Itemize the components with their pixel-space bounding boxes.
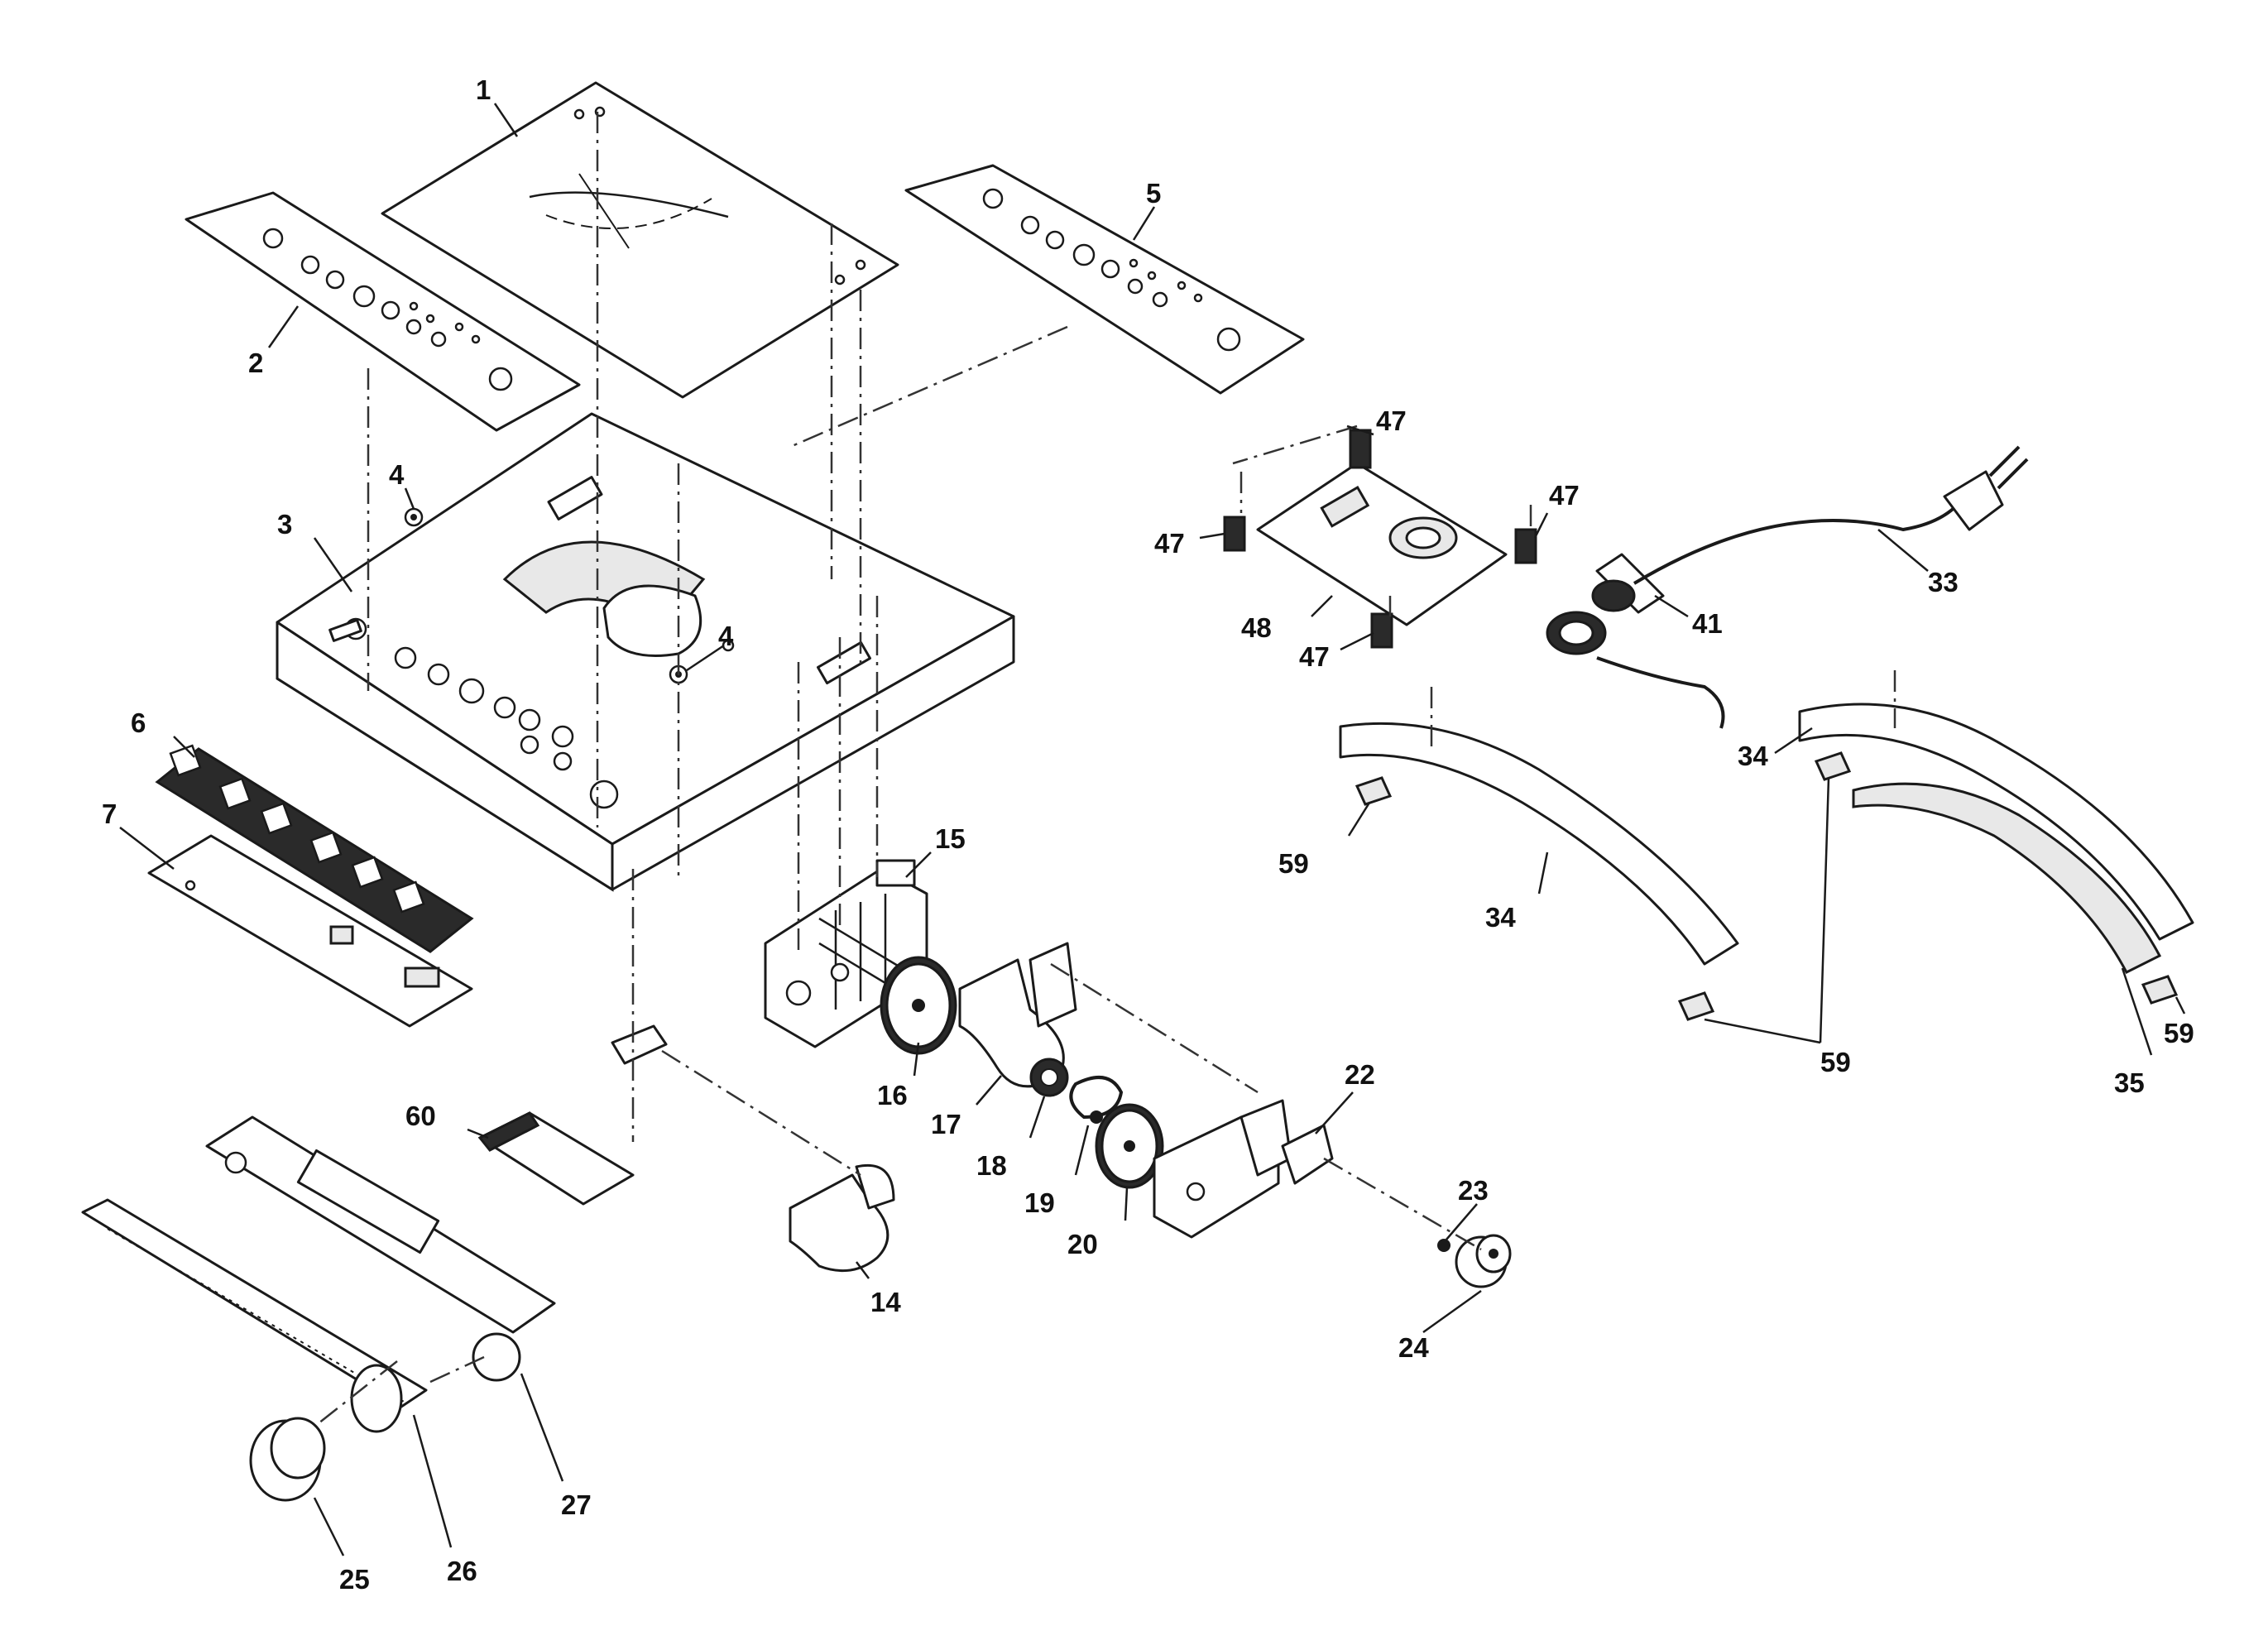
- callout-33: 33: [1928, 567, 1959, 597]
- assembly-lines: [318, 112, 1896, 1424]
- callout-14: 14: [870, 1287, 901, 1317]
- callout-47c: 47: [1154, 528, 1185, 559]
- callout-24: 24: [1398, 1332, 1429, 1363]
- callout-labels: 1 2 3 4 4 5 6 7 14 15 16 17 18 19 20 22 …: [102, 74, 2194, 1595]
- callout-19: 19: [1024, 1187, 1055, 1218]
- callout-59a: 59: [1278, 848, 1309, 879]
- callout-1: 1: [476, 74, 491, 105]
- part-6-button-strip: [155, 744, 474, 953]
- part-14-bracket: [789, 1163, 895, 1273]
- leader-lines: [119, 103, 2186, 1556]
- part-26-front-panel: [81, 1198, 428, 1433]
- part-25-knob: [249, 1417, 326, 1502]
- callout-47a: 47: [1376, 405, 1407, 436]
- callout-18: 18: [976, 1150, 1007, 1181]
- callout-47b: 47: [1549, 480, 1580, 511]
- callout-59c: 59: [2164, 1018, 2194, 1048]
- callout-34b: 34: [1485, 902, 1516, 933]
- part-41-cord-bushing: [1546, 553, 1665, 655]
- part-34-foot-bar-left: [1339, 722, 1739, 966]
- part-33-power-cord: [1596, 445, 2029, 729]
- part-15-loader: [764, 859, 928, 1048]
- callout-48: 48: [1241, 612, 1272, 643]
- callout-4a: 4: [389, 459, 405, 490]
- callout-3: 3: [277, 509, 292, 540]
- part-1-top-cover: [381, 81, 899, 399]
- part-34-foot-bar-right: [1798, 703, 2194, 941]
- callout-22: 22: [1345, 1059, 1375, 1090]
- callout-60: 60: [405, 1101, 436, 1131]
- callout-35: 35: [2114, 1067, 2145, 1098]
- callout-34a: 34: [1738, 741, 1768, 771]
- part-48-cd-mechanism: [1256, 462, 1508, 626]
- callout-7: 7: [102, 799, 117, 829]
- callout-59b: 59: [1820, 1047, 1851, 1077]
- callout-23: 23: [1458, 1175, 1489, 1206]
- part-59-pads: [1355, 751, 2179, 1021]
- callout-26: 26: [447, 1556, 477, 1586]
- callout-27: 27: [561, 1489, 592, 1520]
- part-24-knob: [1455, 1234, 1512, 1288]
- callout-15: 15: [935, 823, 966, 854]
- callout-47d: 47: [1299, 641, 1330, 672]
- part-22-mechanism: [1153, 1099, 1334, 1239]
- part-35-foot-liner: [1852, 782, 2162, 974]
- callout-6: 6: [131, 707, 146, 738]
- part-27-front-frame: [205, 1115, 556, 1382]
- callout-25: 25: [339, 1564, 370, 1595]
- callout-2: 2: [248, 348, 263, 378]
- part-20-gear: [1095, 1103, 1164, 1189]
- part-23-screw: [1437, 1239, 1450, 1252]
- callout-17: 17: [931, 1109, 961, 1139]
- callout-41: 41: [1692, 608, 1723, 639]
- part-18-pulley: [1029, 1058, 1069, 1097]
- callout-16: 16: [877, 1080, 908, 1110]
- part-2-left-panel: [185, 191, 581, 432]
- part-16-gear-large: [880, 956, 957, 1055]
- part-3-chassis: [276, 412, 1015, 892]
- bracket-small: [611, 1024, 668, 1065]
- part-60-display-filter: [477, 1111, 635, 1206]
- part-5-right-panel: [904, 164, 1305, 395]
- callout-4b: 4: [718, 621, 734, 651]
- callout-20: 20: [1067, 1229, 1098, 1259]
- part-7-front-pcb: [147, 834, 473, 1028]
- callout-5: 5: [1146, 178, 1161, 209]
